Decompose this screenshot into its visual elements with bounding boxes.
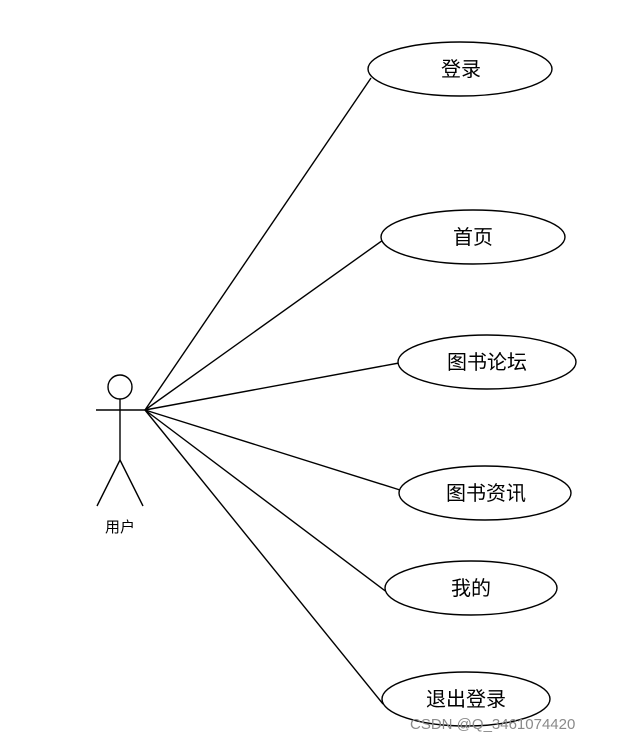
use-case-label: 图书资讯 <box>446 481 526 505</box>
association-line-logout <box>144 409 384 705</box>
actor-label: 用户 <box>105 518 135 536</box>
use-case-book-news: 图书资讯 <box>398 465 572 521</box>
actor-head <box>107 374 133 400</box>
use-case-ellipse <box>397 334 577 390</box>
association-line-news <box>144 409 401 491</box>
use-case-ellipse <box>381 671 551 727</box>
actor-right-leg <box>119 459 144 507</box>
use-case-label: 首页 <box>453 225 493 249</box>
use-case-label: 登录 <box>441 57 481 81</box>
watermark: CSDN @Q_3461074420 <box>410 716 575 733</box>
use-case-login: 登录 <box>367 41 553 97</box>
use-case-label: 图书论坛 <box>447 350 527 374</box>
use-case-home: 首页 <box>380 209 566 265</box>
use-case-ellipse <box>384 560 558 616</box>
association-lines <box>144 77 401 705</box>
use-case-ellipse <box>398 465 572 521</box>
use-case-mine: 我的 <box>384 560 558 616</box>
association-line-login <box>144 77 372 411</box>
use-case-ellipse <box>380 209 566 265</box>
use-case-book-forum: 图书论坛 <box>397 334 577 390</box>
association-line-forum <box>144 362 400 411</box>
use-case-logout: 退出登录 <box>381 671 551 727</box>
actor-user: 用户 <box>96 374 145 536</box>
use-case-label: 我的 <box>451 576 491 600</box>
actor-left-leg <box>96 459 121 507</box>
use-case-label: 退出登录 <box>426 687 506 711</box>
association-line-mine <box>144 409 389 594</box>
association-line-home <box>144 239 384 411</box>
use-case-ellipse <box>367 41 553 97</box>
